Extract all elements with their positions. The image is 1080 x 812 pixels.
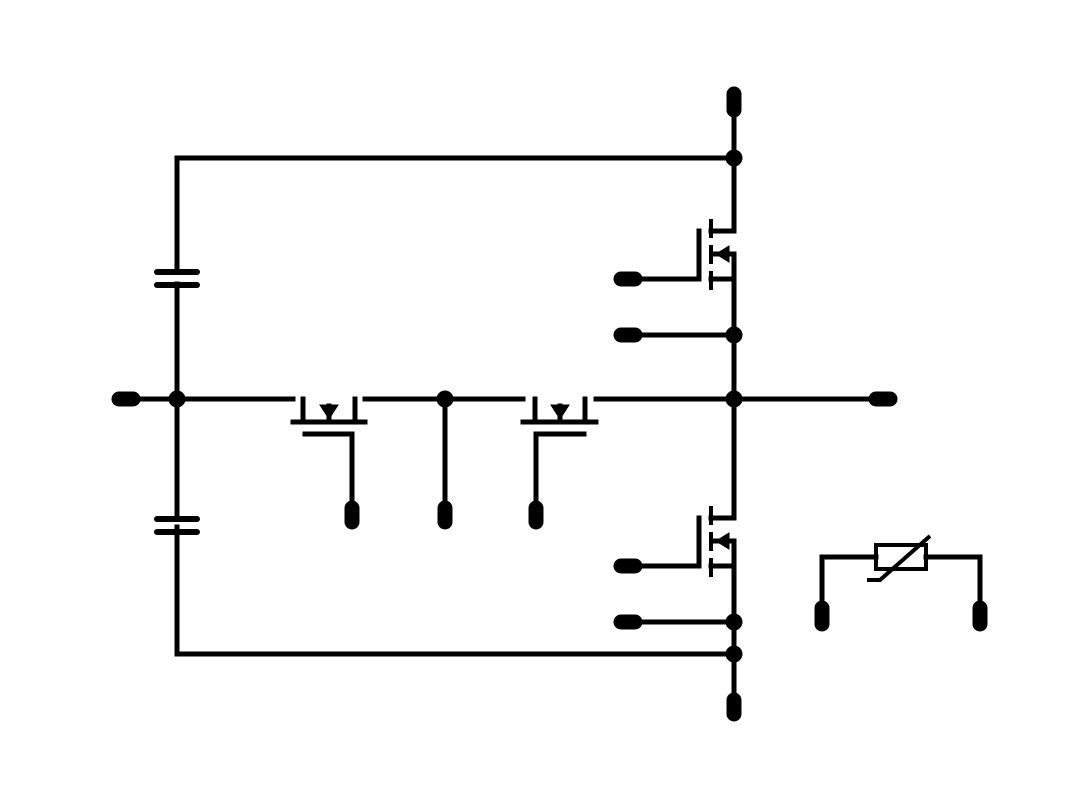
junctions [168,149,743,663]
mosfet-low-side [624,506,737,577]
junction-dot [725,326,743,344]
wire-top-rail [174,155,737,274]
mosfet-bidirectional-left [290,396,368,516]
capacitor-bottom [154,516,200,535]
varistor [819,534,983,615]
wires [122,97,885,709]
junction-dot [436,390,454,408]
junction-dot [725,390,743,408]
junction-dot [725,645,743,663]
terminals [111,86,988,722]
mosfet-high-side [624,219,737,290]
capacitor-top [154,269,200,288]
wire-bottom-rail [174,524,737,657]
junction-dot [168,390,186,408]
mosfet-bidirectional-right [520,396,599,516]
junction-dot [725,613,743,631]
junction-dot [725,149,743,167]
